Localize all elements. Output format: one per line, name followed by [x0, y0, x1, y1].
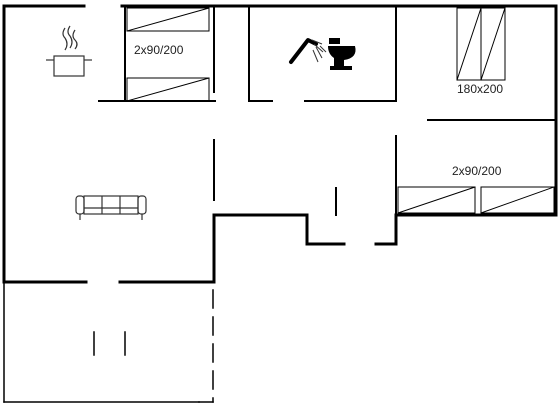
- bed-top-left-b: [126, 77, 210, 102]
- inner-walls: [98, 5, 557, 216]
- bed-label-top-right: 180x200: [457, 82, 503, 96]
- toilet-icon: [328, 38, 356, 70]
- bed-label-right: 2x90/200: [452, 164, 502, 178]
- bed-label-top-left: 2x90/200: [134, 43, 184, 57]
- bed-right-a: [397, 186, 476, 214]
- shower-icon: [289, 38, 327, 64]
- bed-right-b: [480, 186, 555, 214]
- bed-top-right: [456, 7, 506, 81]
- carport-outline: [3, 281, 214, 403]
- outer-walls: [2, 4, 558, 284]
- bed-top-left-a: [126, 7, 210, 32]
- cooking-pot-icon: [46, 25, 92, 77]
- sofa-icon: [75, 195, 147, 220]
